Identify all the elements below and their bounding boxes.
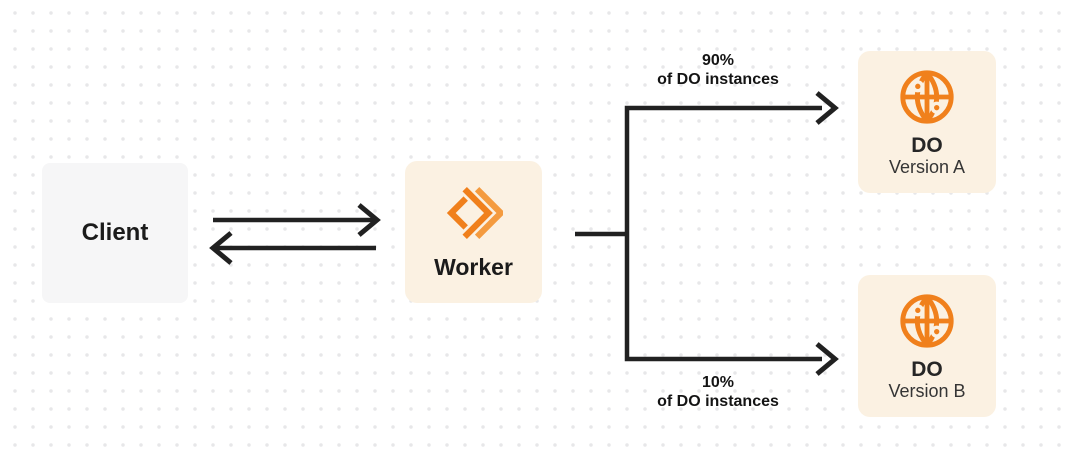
client-label: Client (81, 219, 149, 246)
do-a-title: DO (911, 134, 943, 157)
branch-90-percent: 90% (701, 52, 735, 69)
client-node: Client (42, 163, 188, 303)
do-version-a-node: DO Version A (858, 51, 996, 193)
worker-to-client-arrow (209, 231, 376, 265)
do-b-title: DO (911, 358, 943, 381)
worker-label: Worker (434, 254, 513, 280)
branch-connector (624, 105, 822, 362)
worker-node: Worker (405, 161, 542, 303)
do-b-subtitle: Version B (888, 381, 966, 401)
do-a-subtitle: Version A (888, 157, 966, 177)
branch-90-label: 90% of DO instances (598, 51, 838, 89)
branch-10-percent: 10% (701, 374, 735, 391)
branch-10-label: 10% of DO instances (598, 373, 838, 411)
arrowhead-to-do-b (815, 342, 839, 376)
branch-10-caption: of DO instances (657, 393, 779, 410)
branch-90-caption: of DO instances (657, 71, 779, 88)
client-to-worker-arrow (213, 203, 381, 237)
arrowhead-to-do-a (815, 91, 839, 125)
code-chevrons-icon (446, 187, 503, 239)
do-version-b-node: DO Version B (858, 275, 996, 417)
globe-icon (900, 294, 954, 348)
globe-icon (900, 70, 954, 124)
